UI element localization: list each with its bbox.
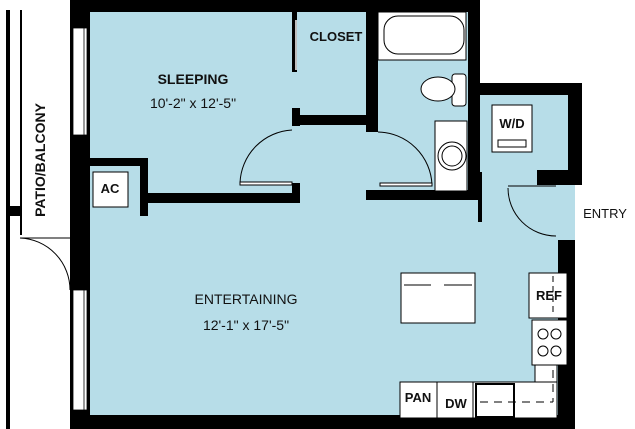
- doors: [239, 20, 557, 237]
- bathroom-fixtures: [377, 11, 468, 192]
- pantry-label: PAN: [405, 390, 431, 405]
- sleeping-label: SLEEPING: [158, 71, 229, 87]
- windows: [72, 27, 88, 411]
- bathtub-icon: [383, 15, 465, 55]
- entertaining-label: ENTERTAINING: [195, 291, 298, 307]
- refrigerator: [528, 272, 568, 319]
- toilet-icon: [420, 76, 456, 102]
- kitchen-sink: [475, 383, 515, 418]
- entertaining-dimensions: 12'-1" x 17'-5": [203, 317, 289, 333]
- sleeping-dimensions: 10'-2" x 12'-5": [150, 95, 236, 111]
- washer-dryer: W/D: [491, 104, 533, 153]
- entry-label: ENTRY: [583, 206, 627, 221]
- ac-unit: AC: [92, 171, 129, 208]
- patio-label: PATIO/BALCONY: [32, 102, 48, 216]
- dishwasher-label: DW: [445, 396, 467, 411]
- range-icon: [531, 319, 568, 366]
- kitchen-island: [400, 272, 476, 324]
- ac-label: AC: [101, 181, 120, 196]
- kitchen: [399, 272, 568, 419]
- closet-label: CLOSET: [310, 29, 363, 44]
- wd-label: W/D: [499, 116, 524, 131]
- patio-balcony: [0, 0, 72, 429]
- ref-label: REF: [536, 288, 562, 303]
